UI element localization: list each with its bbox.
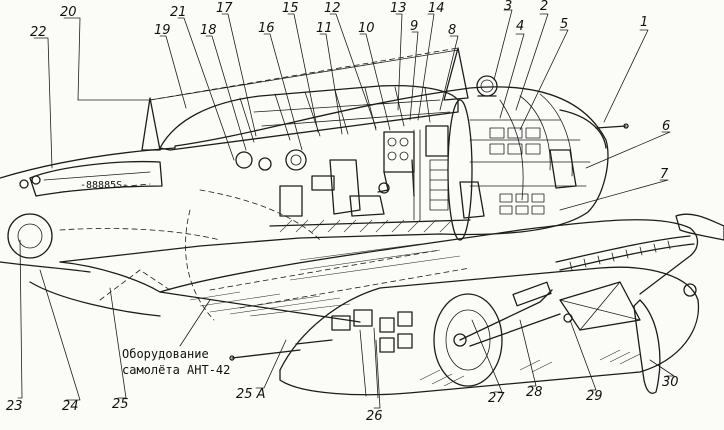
callout-11: 11 — [316, 21, 333, 36]
callout-7: 7 — [660, 167, 669, 182]
cockpit-interior — [235, 125, 577, 233]
callout-16: 16 — [258, 21, 275, 36]
caption-line-1: Оборудование — [122, 347, 209, 361]
callout-27: 27 — [488, 391, 505, 406]
callout-28: 28 — [526, 385, 543, 400]
callout-30: 30 — [662, 375, 679, 390]
callout-9: 9 — [410, 19, 418, 34]
callout-2: 2 — [540, 0, 548, 14]
nose-gun — [595, 125, 627, 129]
leader-lines — [17, 9, 675, 409]
propeller — [633, 213, 724, 394]
callout-21: 21 — [170, 5, 187, 20]
main-wheel — [433, 293, 503, 387]
callout-17: 17 — [216, 1, 233, 16]
bulkhead-frame — [447, 99, 473, 241]
caption-line-2: самолёта АНТ-42 — [122, 363, 230, 377]
figure-caption: Оборудование самолёта АНТ-42 — [122, 347, 230, 377]
wing-gun — [231, 349, 301, 359]
svg-text:-88885S-: -88885S- — [80, 180, 128, 191]
callout-3: 3 — [504, 0, 512, 14]
callout-8: 8 — [448, 23, 456, 38]
callout-labels: 1 2 3 4 5 6 7 8 9 10 11 12 13 14 15 16 1… — [6, 0, 679, 424]
callout-4: 4 — [516, 19, 524, 34]
fuselage-outline — [0, 75, 629, 273]
callout-26: 26 — [366, 409, 383, 424]
callout-20: 20 — [60, 5, 77, 20]
callout-5: 5 — [560, 17, 568, 32]
callout-24: 24 — [62, 399, 79, 414]
callout-19: 19 — [154, 23, 171, 38]
antenna-masts — [77, 47, 469, 151]
inner-structure — [7, 189, 321, 321]
callout-6: 6 — [662, 119, 670, 134]
callout-10: 10 — [358, 21, 375, 36]
callout-25: 25 — [112, 397, 129, 412]
callout-18: 18 — [200, 23, 217, 38]
callout-15: 15 — [282, 1, 299, 16]
engine-nacelle — [229, 235, 700, 399]
callout-22: 22 — [30, 25, 47, 40]
callout-12: 12 — [324, 1, 341, 16]
callout-25a: 25 А — [236, 387, 266, 402]
callout-1: 1 — [640, 15, 648, 30]
cockpit-canopy — [159, 84, 459, 151]
dorsal-hatch: -88885S- — [19, 161, 163, 197]
exhaust-pipe — [555, 235, 691, 263]
callout-29: 29 — [586, 389, 603, 404]
callout-23: 23 — [6, 399, 23, 414]
callout-13: 13 — [390, 1, 407, 16]
callout-14: 14 — [428, 1, 445, 16]
wing — [29, 219, 699, 323]
